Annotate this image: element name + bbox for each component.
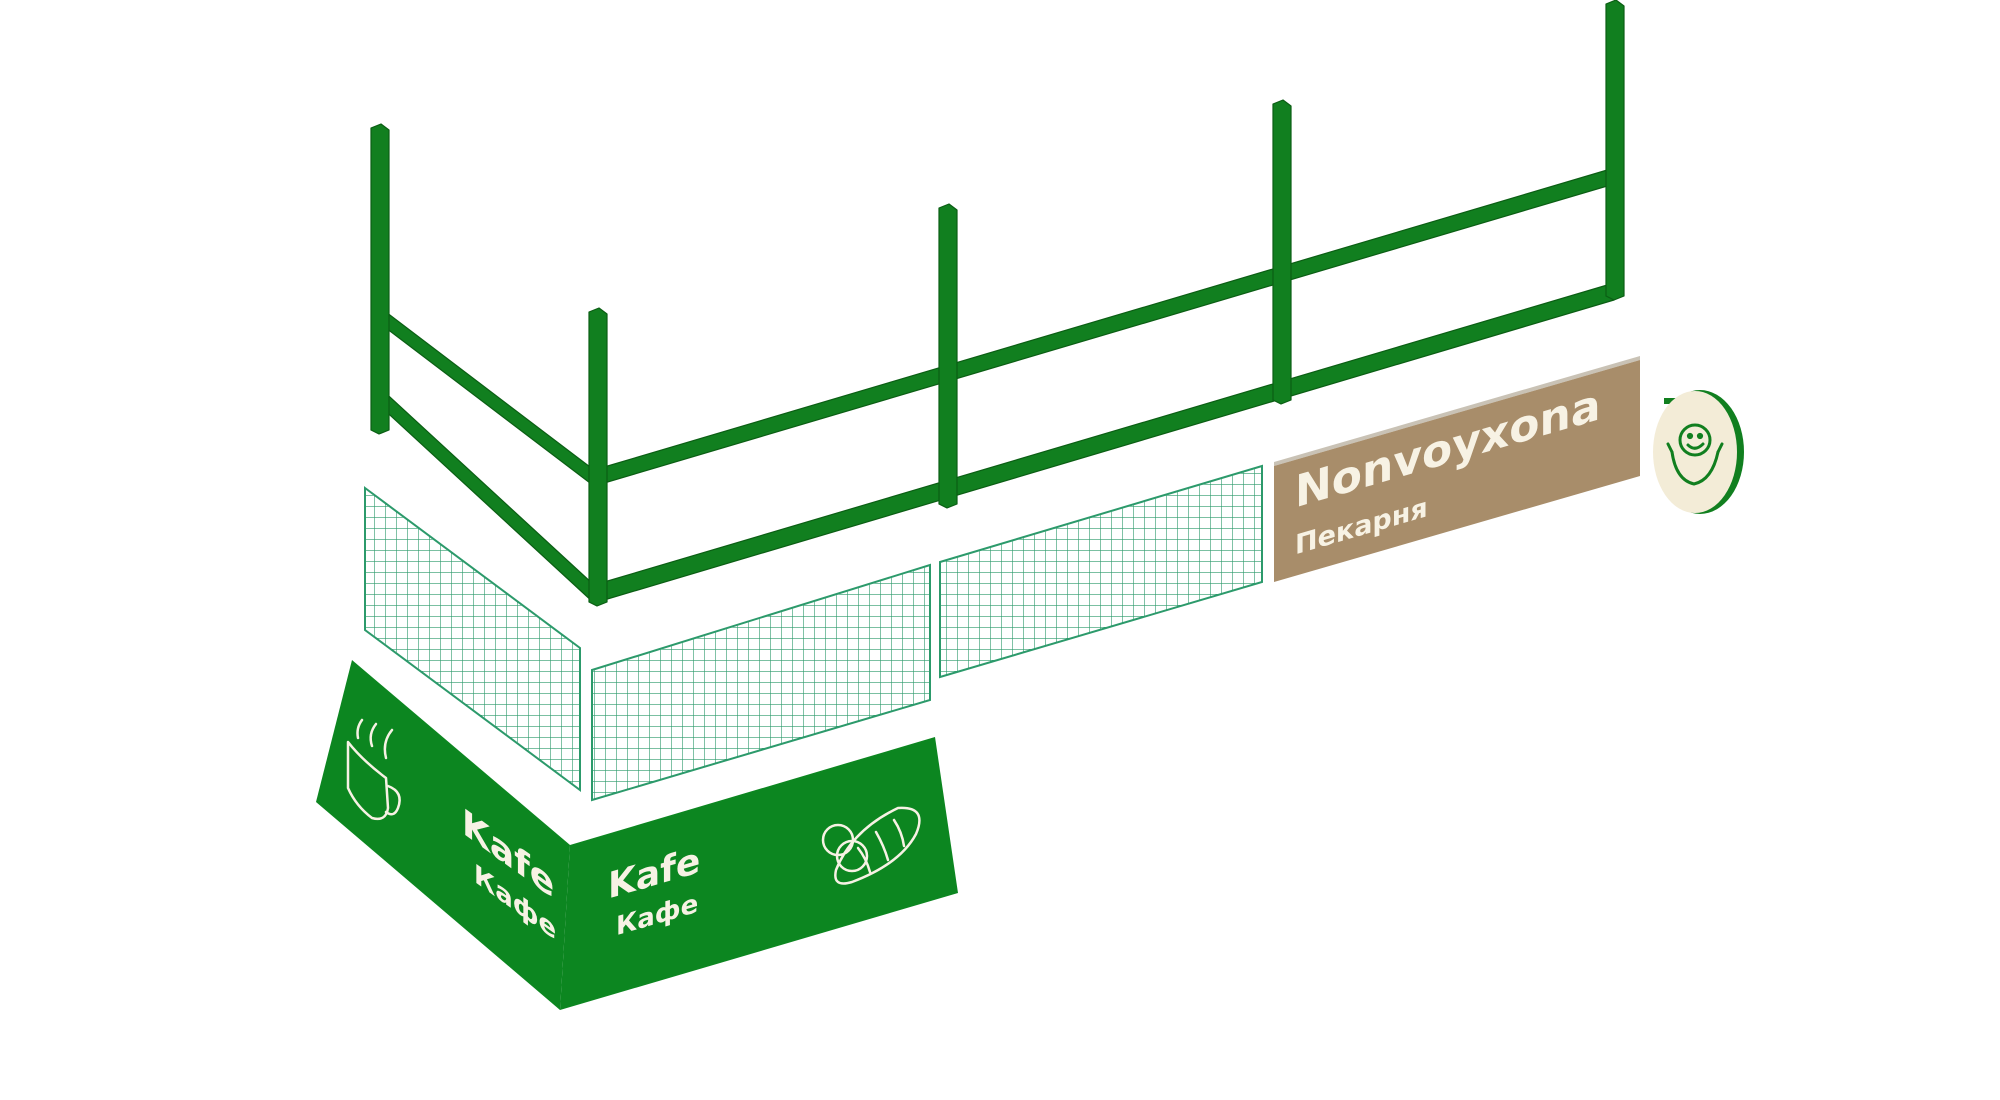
frame-post-2 [588, 307, 608, 607]
coffee-cup-icon [346, 718, 401, 821]
bread-icon [821, 806, 921, 885]
badge-face [1653, 391, 1737, 513]
mesh-panels [364, 464, 1263, 802]
hands-smile-icon [1666, 423, 1724, 486]
frame-post-4 [1272, 99, 1292, 405]
mesh-panel-right [939, 464, 1263, 679]
frame-post-5 [1605, 0, 1625, 301]
cafe-sign-right-panel [560, 737, 958, 1010]
bakery-sign-edge [1274, 356, 1640, 466]
steel-frame [370, 0, 1625, 607]
mesh-panel-left [364, 486, 581, 792]
round-badge [1653, 390, 1744, 514]
bakery-sign: Nonvoyxona Пекарня [1274, 356, 1640, 582]
cafe-sign-right: Kafe Кафе [560, 737, 958, 1010]
cafe-sign-left: Kafe Кафе [316, 660, 570, 1010]
frame-post-1 [370, 123, 390, 435]
cafe-sign-left-panel [316, 660, 570, 1010]
bakery-sign-panel [1274, 360, 1640, 582]
frame-rail-left-top [377, 305, 595, 487]
mesh-panel-middle [591, 563, 931, 802]
frame-post-3 [938, 203, 958, 509]
